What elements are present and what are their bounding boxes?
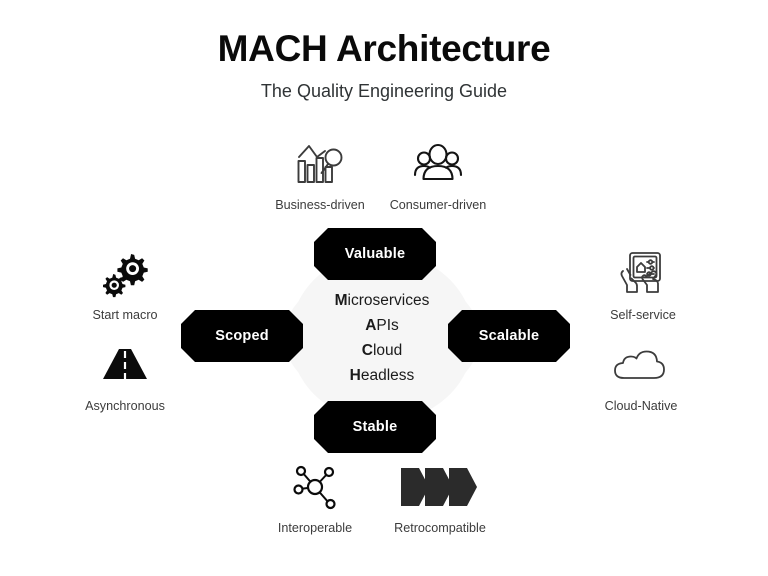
acronym-item-cloud: Cloud [361, 342, 403, 359]
satellite-cloud-native[interactable]: Cloud-Native [582, 339, 700, 415]
road-icon [66, 339, 184, 391]
satellite-business-driven-label: Business-driven [275, 198, 365, 212]
acronym-item-apis: APIs [365, 317, 399, 334]
badge-scoped[interactable]: Scoped [181, 310, 303, 362]
satellite-cloud-native-label: Cloud-Native [604, 399, 678, 413]
badge-scalable-label: Scalable [478, 328, 540, 344]
badge-valuable[interactable]: Valuable [314, 228, 436, 280]
satellite-start-macro[interactable]: Start macro [66, 248, 184, 324]
badge-stable[interactable]: Stable [314, 401, 436, 453]
satellite-asynchronous-label: Asynchronous [85, 399, 165, 413]
acronym-item-microservices: Microservices [334, 292, 430, 309]
gears-icon [66, 248, 184, 300]
network-hub-icon [256, 461, 374, 513]
badge-scalable[interactable]: Scalable [448, 310, 570, 362]
badge-stable-label: Stable [352, 419, 398, 435]
satellite-retrocompatible[interactable]: Retrocompatible [381, 461, 499, 537]
badge-scoped-label: Scoped [215, 328, 269, 344]
satellite-interoperable-label: Interoperable [277, 521, 353, 535]
acronym-item-headless: Headless [349, 367, 415, 384]
satellite-asynchronous[interactable]: Asynchronous [66, 339, 184, 415]
satellite-business-driven[interactable]: Business-driven [261, 138, 379, 214]
satellite-self-service-label: Self-service [610, 308, 676, 322]
satellite-consumer-driven[interactable]: Consumer-driven [379, 138, 497, 214]
badge-valuable-label: Valuable [344, 246, 406, 262]
header: MACH Architecture The Quality Engineerin… [0, 28, 768, 102]
satellite-interoperable[interactable]: Interoperable [256, 461, 374, 537]
satellite-retrocompatible-label: Retrocompatible [394, 521, 486, 535]
satellite-consumer-driven-label: Consumer-driven [389, 198, 487, 212]
hands-tablet-icon [584, 248, 702, 300]
center-circle-backdrop-vertical [290, 252, 474, 422]
page-title: MACH Architecture [217, 28, 551, 69]
page-subtitle: The Quality Engineering Guide [260, 80, 508, 101]
chevrons-icon [381, 461, 499, 513]
satellite-self-service[interactable]: Self-service [584, 248, 702, 324]
bar-chart-magnifier-icon [261, 138, 379, 190]
mach-acronym-list: Microservices APIs Cloud Headless [284, 288, 480, 388]
people-group-icon [379, 138, 497, 190]
cloud-icon [582, 339, 700, 391]
satellite-start-macro-label: Start macro [92, 308, 158, 322]
